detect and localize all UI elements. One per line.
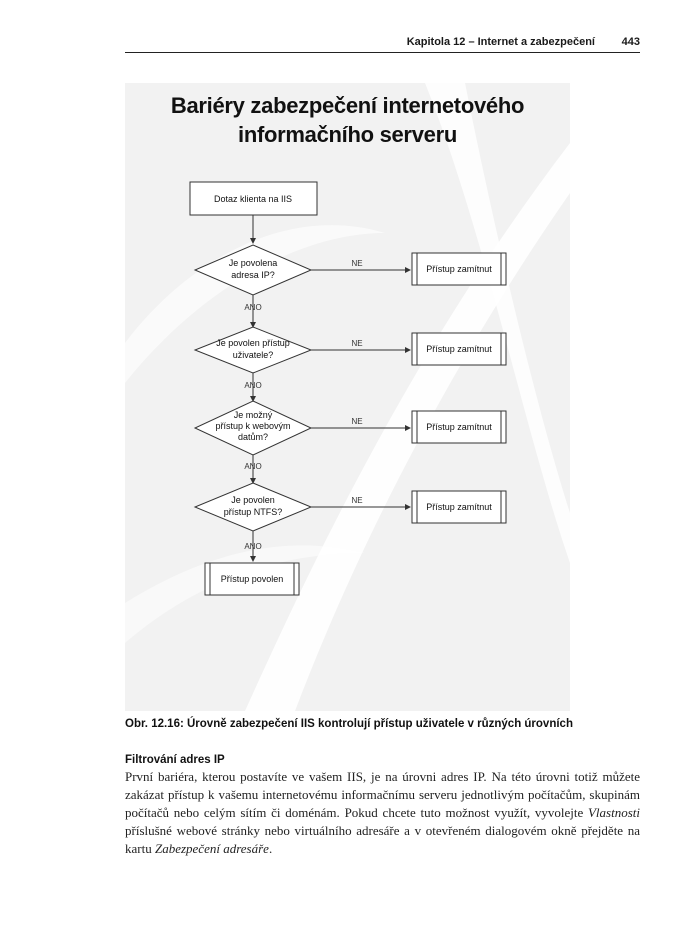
decision-3-line-1: Je možný (234, 410, 273, 420)
figure-title-line-1: Bariéry zabezpečení internetového (170, 93, 525, 118)
decision-2: Je povolen přístup uživatele? (193, 326, 313, 374)
paragraph-text: . (268, 841, 273, 856)
yes-label-4: ANO (244, 542, 261, 551)
body-paragraph: První bariéra, kterou postavíte ve vašem… (125, 768, 640, 858)
no-label-4: NE (351, 496, 362, 505)
no-label-1: NE (351, 259, 362, 268)
decision-2-line-2: uživatele? (233, 350, 274, 360)
start-box-label: Dotaz klienta na IIS (214, 194, 292, 204)
running-header: Kapitola 12 – Internet a zabezpečení 443 (125, 30, 640, 53)
yes-label-1: ANO (244, 303, 261, 312)
start-box: Dotaz klienta na IIS (189, 181, 318, 216)
paragraph-text: příslušné webové stránky nebo virtuálníh… (125, 823, 640, 856)
decision-1-line-1: Je povolena (229, 258, 278, 268)
deny-box-4: Přístup zamítnut (411, 490, 507, 524)
decision-3-line-2: přístup k webovým (215, 421, 290, 431)
decision-4-line-1: Je povolen (231, 495, 275, 505)
decision-3-line-3: datům? (238, 432, 268, 442)
allow-box-label: Přístup povolen (221, 574, 284, 584)
deny-box-1: Přístup zamítnut (411, 252, 507, 286)
no-label-3: NE (351, 417, 362, 426)
paragraph-emphasis: Zabezpečení adresáře (154, 841, 269, 856)
figure-title: Bariéry zabezpečení internetového inform… (125, 91, 570, 149)
section-heading: Filtrování adres IP (125, 754, 225, 766)
decision-1-line-2: adresa IP? (231, 270, 275, 280)
decision-3: Je možný přístup k webovým datům? (193, 400, 313, 456)
flowchart: Dotaz klienta na IIS Je povolena adresa … (189, 181, 507, 596)
page-number: 443 (621, 36, 640, 48)
figure-caption: Obr. 12.16: Úrovně zabezpečení IIS kontr… (125, 718, 573, 730)
decision-4-line-2: přístup NTFS? (224, 507, 283, 517)
yes-label-2: ANO (244, 381, 261, 390)
deny-box-3: Přístup zamítnut (411, 410, 507, 444)
deny-box-2-label: Přístup zamítnut (426, 344, 492, 354)
no-label-2: NE (351, 339, 362, 348)
flowchart-figure: Bariéry zabezpečení internetového inform… (125, 83, 570, 711)
allow-box: Přístup povolen (204, 562, 300, 596)
chapter-title: Kapitola 12 – Internet a zabezpečení (406, 36, 595, 48)
paragraph-text: První bariéra, kterou postavíte ve vašem… (125, 769, 640, 820)
paragraph-emphasis: Vlastnosti (587, 805, 640, 820)
deny-box-1-label: Přístup zamítnut (426, 264, 492, 274)
decision-2-line-1: Je povolen přístup (216, 338, 290, 348)
figure-title-line-2: informačního serveru (238, 122, 457, 147)
decision-4: Je povolen přístup NTFS? (193, 482, 313, 532)
deny-box-4-label: Přístup zamítnut (426, 502, 492, 512)
decision-1: Je povolena adresa IP? (193, 244, 313, 296)
deny-box-2: Přístup zamítnut (411, 332, 507, 366)
deny-box-3-label: Přístup zamítnut (426, 422, 492, 432)
yes-label-3: ANO (244, 462, 261, 471)
